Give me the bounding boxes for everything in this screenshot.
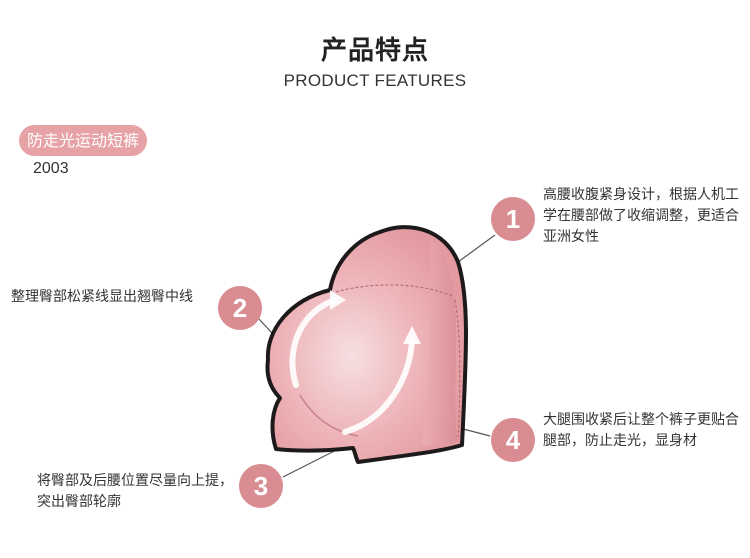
page-subtitle: PRODUCT FEATURES <box>283 71 467 90</box>
shorts-garment <box>265 225 468 464</box>
feature-text-3: 将臀部及后腰位置尽量向上提，突出臀部轮廓 <box>37 473 233 510</box>
feature-text-1: 高腰收腹紧身设计，根据人机工学在腰部做了收缩调整，更适合亚洲女性 <box>543 187 739 245</box>
feature-badge-2: 2 <box>218 286 262 330</box>
product-name-tag: 防走光运动短裤 <box>19 125 148 156</box>
page-title: 产品特点 <box>320 36 429 66</box>
feature-badge-1: 1 <box>491 197 535 241</box>
feature-badge-4: 4 <box>491 418 535 462</box>
leader-line-2 <box>257 317 273 334</box>
feature-badge-3: 3 <box>239 464 283 508</box>
feature-text-4: 大腿围收紧后让整个裤子更贴合腿部，防止走光，显身材 <box>543 412 739 449</box>
leader-line-1 <box>457 234 496 263</box>
product-model-number: 2003 <box>33 160 69 177</box>
feature-text-2: 整理臀部松紧线显出翘臀中线 <box>11 289 193 305</box>
